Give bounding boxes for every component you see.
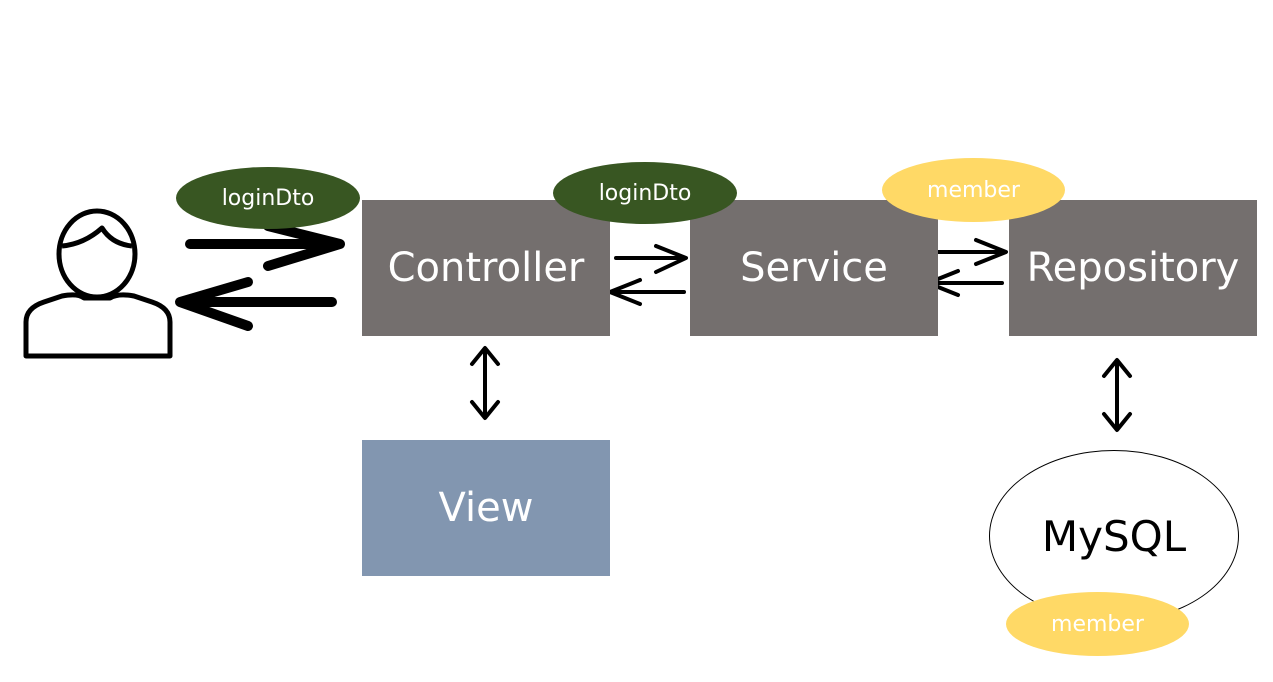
view-box: View — [362, 440, 610, 576]
controller-view-arrow — [470, 346, 500, 420]
repository-box: Repository — [1009, 200, 1257, 336]
logindto-badge-service: loginDto — [553, 162, 737, 224]
controller-label: Controller — [387, 245, 585, 291]
response-arrow — [175, 277, 337, 331]
logindto-badge-service-label: loginDto — [598, 180, 692, 206]
member-badge-repository: member — [882, 158, 1065, 222]
mysql-label: MySQL — [1041, 511, 1187, 561]
member-badge-repository-label: member — [927, 177, 1020, 203]
service-label: Service — [740, 245, 888, 291]
service-repository-arrows — [926, 238, 1008, 297]
controller-service-arrows — [608, 244, 688, 306]
logindto-badge-user: loginDto — [176, 167, 360, 229]
user-icon — [23, 208, 173, 359]
member-badge-database-label: member — [1051, 611, 1144, 637]
service-box: Service — [690, 200, 938, 336]
request-arrow — [185, 221, 345, 271]
repository-mysql-arrow — [1102, 358, 1132, 432]
repository-label: Repository — [1026, 245, 1240, 291]
member-badge-database: member — [1006, 592, 1189, 656]
logindto-badge-user-label: loginDto — [221, 185, 315, 211]
view-label: View — [438, 485, 534, 531]
controller-box: Controller — [362, 200, 610, 336]
